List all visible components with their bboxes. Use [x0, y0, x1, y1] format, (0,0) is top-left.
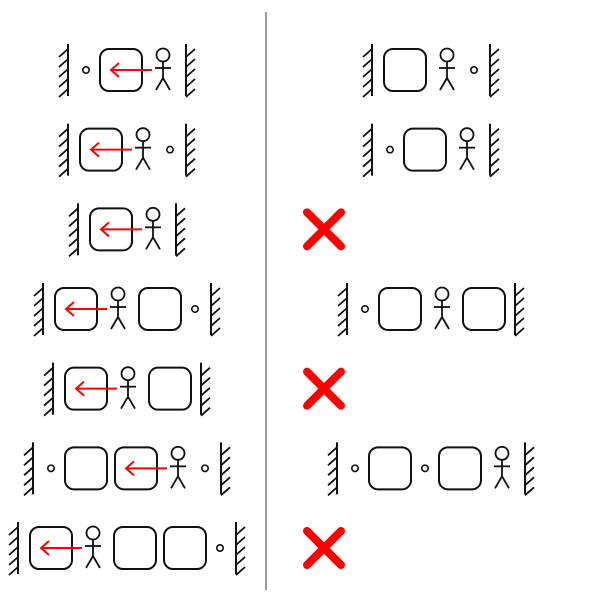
wall-icon — [210, 283, 221, 337]
person-icon — [110, 286, 126, 330]
after-state — [303, 208, 345, 251]
box-icon — [138, 287, 182, 331]
wall-icon — [58, 44, 69, 98]
push-arrow-icon — [124, 460, 167, 477]
push-arrow-icon — [89, 141, 132, 158]
invalid-cross-icon — [303, 367, 345, 410]
wall-icon — [235, 522, 246, 576]
person-icon — [120, 366, 136, 410]
wall-icon — [33, 283, 44, 337]
wall-icon — [524, 442, 535, 497]
before-state — [8, 522, 246, 576]
after-state — [303, 367, 345, 410]
before-state — [33, 283, 221, 337]
push-arrow-icon — [99, 221, 142, 238]
pushed-box-icon — [114, 446, 167, 491]
before-state — [68, 203, 186, 258]
push-arrow-icon — [109, 62, 152, 78]
pushed-box-icon — [54, 287, 107, 331]
target-dot-icon — [201, 464, 210, 473]
before-state — [58, 44, 196, 98]
wall-icon — [337, 283, 348, 337]
person-icon — [85, 525, 101, 569]
after-state — [303, 527, 345, 569]
after-state — [337, 283, 525, 337]
box-icon — [383, 48, 427, 92]
person-icon — [170, 445, 186, 489]
pushed-box-icon — [89, 207, 142, 252]
after-state — [362, 123, 500, 178]
target-dot-icon — [166, 145, 175, 154]
before-state — [58, 123, 196, 178]
box-icon — [163, 526, 207, 570]
target-dot-icon — [350, 464, 359, 473]
person-icon — [145, 206, 161, 250]
target-dot-icon — [82, 66, 91, 75]
wall-icon — [185, 123, 196, 178]
person-icon — [459, 127, 475, 171]
wall-icon — [220, 442, 231, 497]
rule-row — [58, 44, 500, 98]
wall-icon — [68, 203, 79, 258]
target-dot-icon — [360, 304, 369, 313]
person-icon — [135, 127, 151, 171]
wall-icon — [23, 442, 34, 497]
target-dot-icon — [191, 304, 200, 313]
invalid-cross-icon — [303, 208, 345, 251]
before-state — [23, 442, 231, 497]
push-arrow-icon — [74, 380, 117, 397]
rule-row — [8, 522, 345, 576]
box-icon — [368, 446, 412, 491]
wall-icon — [362, 44, 373, 98]
box-icon — [113, 526, 157, 570]
rule-row — [23, 442, 535, 497]
box-icon — [64, 446, 108, 491]
box-icon — [148, 366, 192, 411]
wall-icon — [514, 283, 525, 337]
after-state — [362, 44, 500, 98]
target-dot-icon — [46, 464, 55, 473]
wall-icon — [8, 522, 19, 576]
box-icon — [403, 127, 447, 172]
wall-icon — [489, 44, 500, 98]
pushed-box-icon — [64, 366, 117, 411]
target-dot-icon — [216, 543, 225, 552]
after-state — [327, 442, 535, 497]
rule-row — [43, 362, 345, 417]
person-icon — [155, 47, 171, 91]
rule-rows — [8, 44, 535, 576]
box-icon — [378, 287, 422, 331]
wall-icon — [185, 44, 196, 98]
wall-icon — [43, 362, 54, 417]
box-icon — [462, 287, 506, 331]
push-arrow-icon — [64, 301, 107, 317]
rule-row — [33, 283, 525, 337]
wall-icon — [200, 362, 211, 417]
box-icon — [438, 446, 482, 491]
person-icon — [439, 47, 455, 91]
rule-row — [58, 123, 500, 178]
person-icon — [494, 445, 510, 489]
target-dot-icon — [385, 145, 394, 154]
pushed-box-icon — [99, 48, 152, 92]
pushed-box-icon — [29, 526, 82, 570]
target-dot-icon — [420, 464, 429, 473]
wall-icon — [175, 203, 186, 258]
wall-icon — [327, 442, 338, 497]
person-icon — [434, 286, 450, 330]
wall-icon — [58, 123, 69, 178]
invalid-cross-icon — [303, 527, 345, 569]
target-dot-icon — [469, 66, 478, 75]
before-state — [43, 362, 211, 417]
wall-icon — [362, 123, 373, 178]
rule-row — [68, 203, 345, 258]
wall-icon — [489, 123, 500, 178]
pushed-box-icon — [79, 127, 132, 172]
push-arrow-icon — [39, 540, 82, 556]
